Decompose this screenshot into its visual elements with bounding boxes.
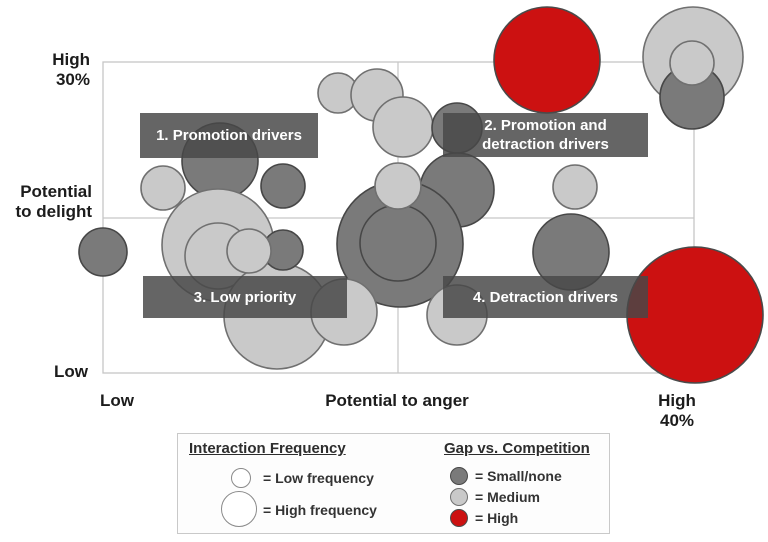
bubble-gap-medium: [226, 228, 272, 274]
quadrant-label-text: 1. Promotion drivers: [156, 127, 302, 144]
bubble-gap-small_none: [359, 204, 437, 282]
legend-frequency-title: Interaction Frequency: [189, 440, 346, 457]
legend-gap-high-label: = High: [475, 510, 519, 526]
legend-gap-small-label: = Small/none: [475, 468, 562, 484]
x-axis-max-label: High 40%: [637, 391, 717, 431]
y-axis-title-line2: to delight: [15, 202, 92, 221]
y-axis-max-percent: 30%: [55, 70, 90, 89]
x-axis-max-text: High: [658, 391, 696, 410]
quadrant-label-detraction-drivers: 4. Detraction drivers: [443, 276, 648, 318]
high-frequency-circle-icon: [221, 491, 257, 527]
quadrant-label-text: 3. Low priority: [193, 288, 297, 306]
bubble-gap-medium: [669, 40, 715, 86]
legend-low-frequency-label: = Low frequency: [263, 470, 374, 486]
quadrant-label-promotion-and-detraction-drivers: 2. Promotion and detraction drivers: [443, 113, 648, 157]
x-axis-title: Potential to anger: [325, 391, 469, 410]
x-axis-max-percent: 40%: [659, 411, 695, 430]
bubble-gap-medium: [374, 162, 422, 210]
bubble-gap-small_none: [260, 163, 306, 209]
bubble-gap-high: [493, 6, 601, 114]
y-axis-title: Potential to delight: [0, 182, 92, 222]
quadrant-label-text: 4. Detraction drivers: [472, 288, 619, 306]
quadrant-label-text: 2. Promotion and: [484, 117, 607, 134]
y-axis-max-text: High: [52, 50, 90, 69]
legend-gap-title: Gap vs. Competition: [444, 440, 590, 457]
y-axis-min-label: Low: [54, 362, 88, 381]
legend-high-frequency-label: = High frequency: [263, 502, 377, 518]
bubble-gap-medium: [140, 165, 186, 211]
bubble-layer: [78, 6, 764, 384]
legend-box: Interaction Frequency = Low frequency = …: [177, 433, 610, 534]
y-axis-title-line1: Potential: [20, 182, 92, 201]
x-axis-min-label: Low: [100, 391, 134, 410]
quadrant-label-low-priority: 3. Low priority: [143, 276, 347, 318]
quadrant-label-text: detraction drivers: [482, 136, 609, 153]
low-frequency-circle-icon: [231, 468, 251, 488]
legend-gap-medium-label: = Medium: [475, 489, 540, 505]
bubble-gap-medium: [372, 96, 434, 158]
y-axis-max-label: High 30%: [8, 50, 90, 90]
bubble-gap-medium: [552, 164, 598, 210]
quadrant-label-promotion-drivers: 1. Promotion drivers: [140, 113, 318, 158]
gap-small-none-dot-icon: [450, 467, 468, 485]
gap-high-dot-icon: [450, 509, 468, 527]
gap-medium-dot-icon: [450, 488, 468, 506]
bubble-gap-small_none: [78, 227, 128, 277]
